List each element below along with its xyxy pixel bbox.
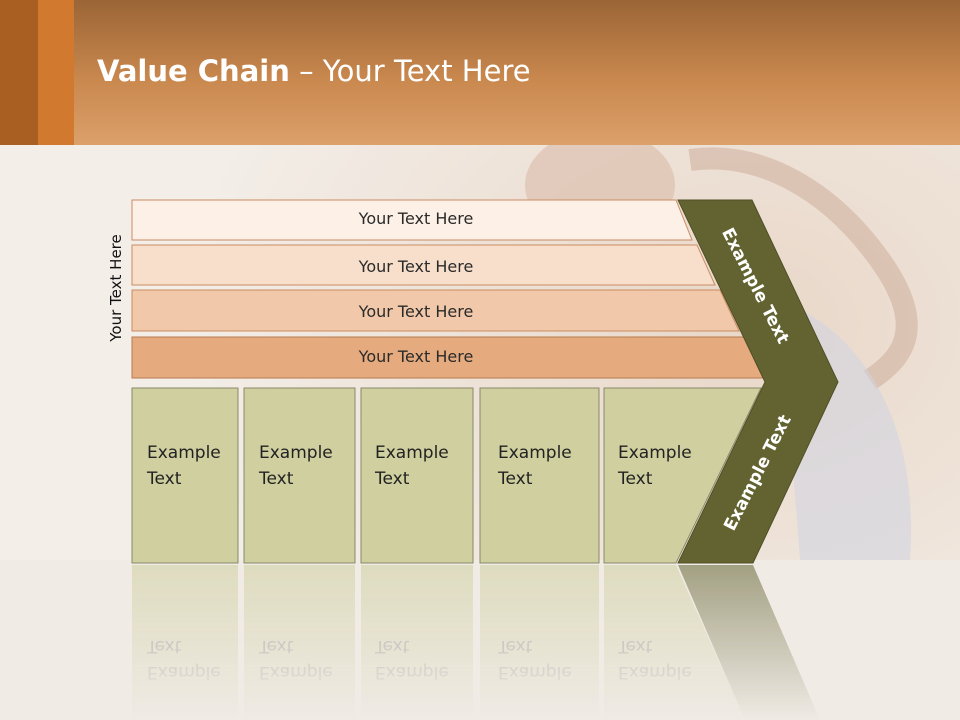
page-title: Value Chain – Your Text Here (97, 54, 531, 88)
chevron-shape[interactable] (677, 199, 839, 564)
header-accent-light (38, 0, 74, 145)
row-label-4: Your Text Here (358, 347, 474, 366)
reflection-label-5: Example Text (618, 636, 692, 682)
reflection-box-3 (361, 565, 473, 720)
box-label-3: Example Text (375, 443, 449, 489)
reflection-label-1: Example Text (147, 636, 221, 682)
row-shape-2[interactable] (131, 244, 716, 286)
reflection-label-2: Example Text (259, 636, 333, 682)
reflection-label-4: Example Text (498, 636, 572, 682)
row-label-1: Your Text Here (358, 209, 474, 228)
reflection-fade: Example Text Example Text Example Text E… (0, 565, 960, 720)
title-bold: Value Chain (97, 54, 290, 88)
box-shape-2[interactable] (243, 387, 356, 564)
row-shape-1[interactable] (131, 199, 693, 241)
row-label-3: Your Text Here (358, 302, 474, 321)
box-shape-5[interactable] (603, 387, 762, 564)
header-accent-dark (0, 0, 38, 145)
box-label-2: Example Text (259, 443, 333, 489)
header-bar: Value Chain – Your Text Here (0, 0, 960, 145)
reflection-shapes (132, 565, 820, 720)
reflection-chevron (678, 565, 820, 720)
box-label-5: Example Text (618, 443, 692, 489)
reflection-box-1 (132, 565, 238, 720)
reflection-box-4 (480, 565, 599, 720)
reflection-label-3: Example Text (375, 636, 449, 682)
reflection: Example Text Example Text Example Text E… (0, 565, 960, 720)
box-shape-1[interactable] (131, 387, 239, 564)
row-label-2: Your Text Here (358, 257, 474, 276)
reflection-box-5 (604, 565, 745, 720)
reflection-box-2 (244, 565, 355, 720)
box-label-1: Example Text (147, 443, 221, 489)
box-shape-4[interactable] (479, 387, 600, 564)
row-shape-3[interactable] (131, 289, 740, 332)
box-label-4: Example Text (498, 443, 572, 489)
box-shape-3[interactable] (360, 387, 474, 564)
title-rest: – Your Text Here (289, 54, 531, 88)
